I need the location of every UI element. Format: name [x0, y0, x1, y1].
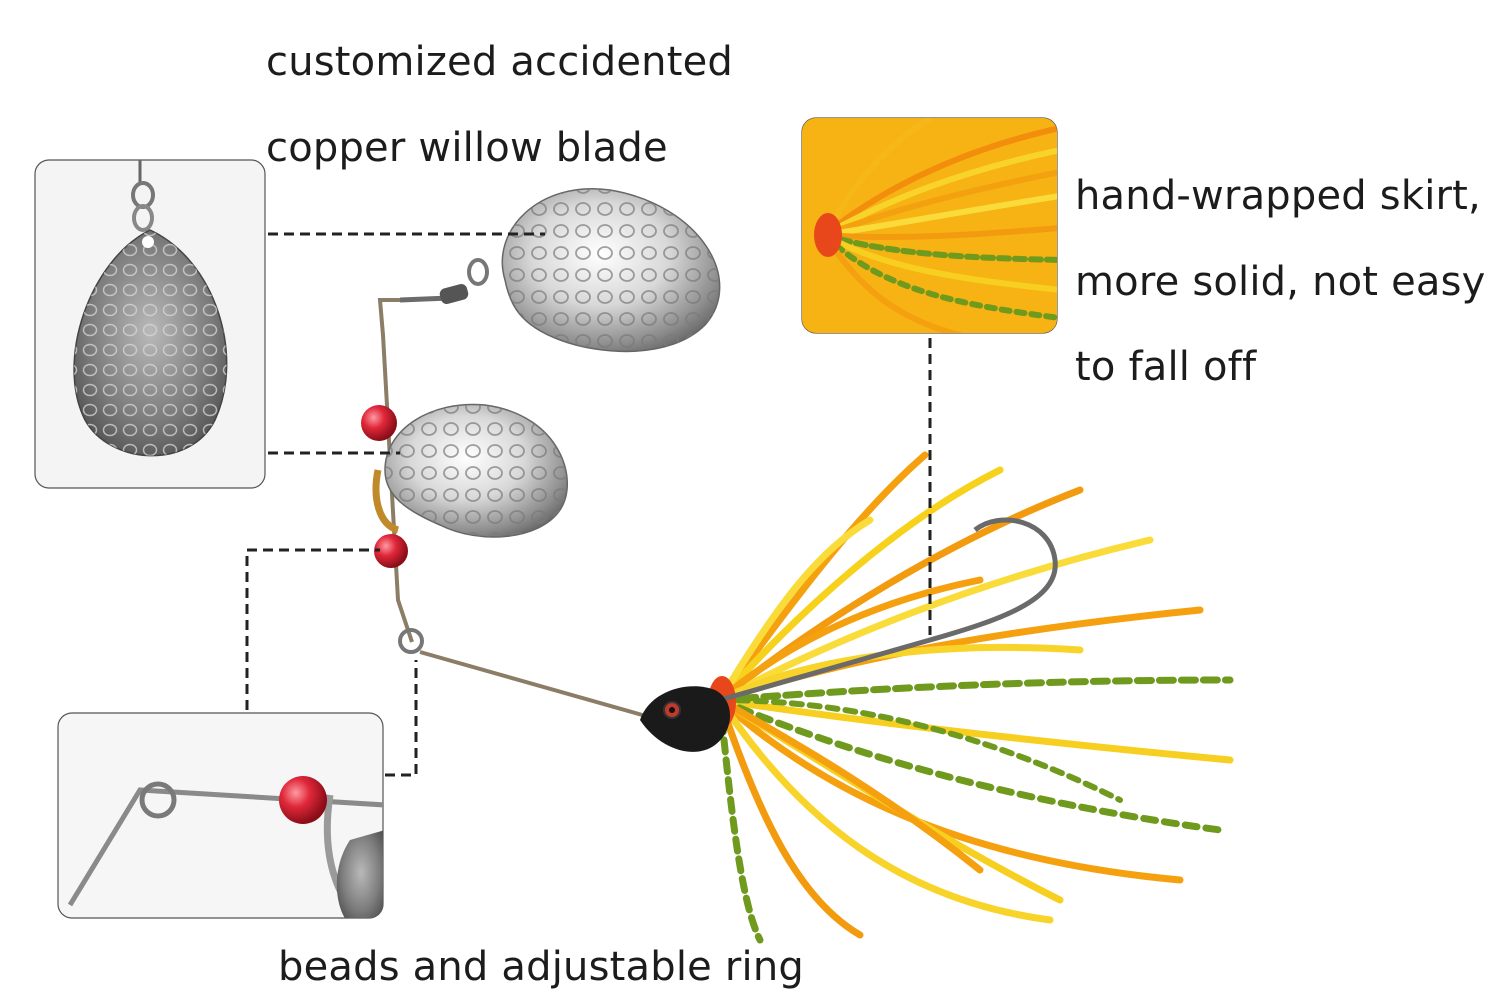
leader-ring — [385, 660, 418, 777]
red-bead-icon — [279, 776, 327, 824]
inset-skirt-closeup — [801, 117, 1058, 334]
spinnerbait-lure — [361, 188, 1234, 944]
inset-bead-ring-closeup — [57, 712, 384, 919]
red-bead-lower — [374, 534, 408, 568]
blade-caption-line2: copper willow blade — [266, 125, 668, 171]
inset-blade-closeup — [34, 159, 266, 489]
adjustable-ring-icon — [139, 781, 177, 819]
skirt-caption-line1: hand-wrapped skirt, — [1075, 173, 1481, 219]
red-bead-upper — [361, 405, 397, 441]
ring-main — [398, 628, 424, 654]
hook-icon — [719, 517, 1058, 703]
leader-bead — [245, 548, 380, 710]
beads-caption: beads and adjustable ring — [278, 944, 804, 990]
skirt-caption-line3: to fall off — [1075, 344, 1257, 390]
blade-caption-line1: customized accidented — [266, 39, 733, 85]
jig-head — [640, 686, 730, 752]
skirt-caption-line2: more solid, not easy — [1075, 259, 1486, 305]
leader-lines — [245, 232, 932, 777]
